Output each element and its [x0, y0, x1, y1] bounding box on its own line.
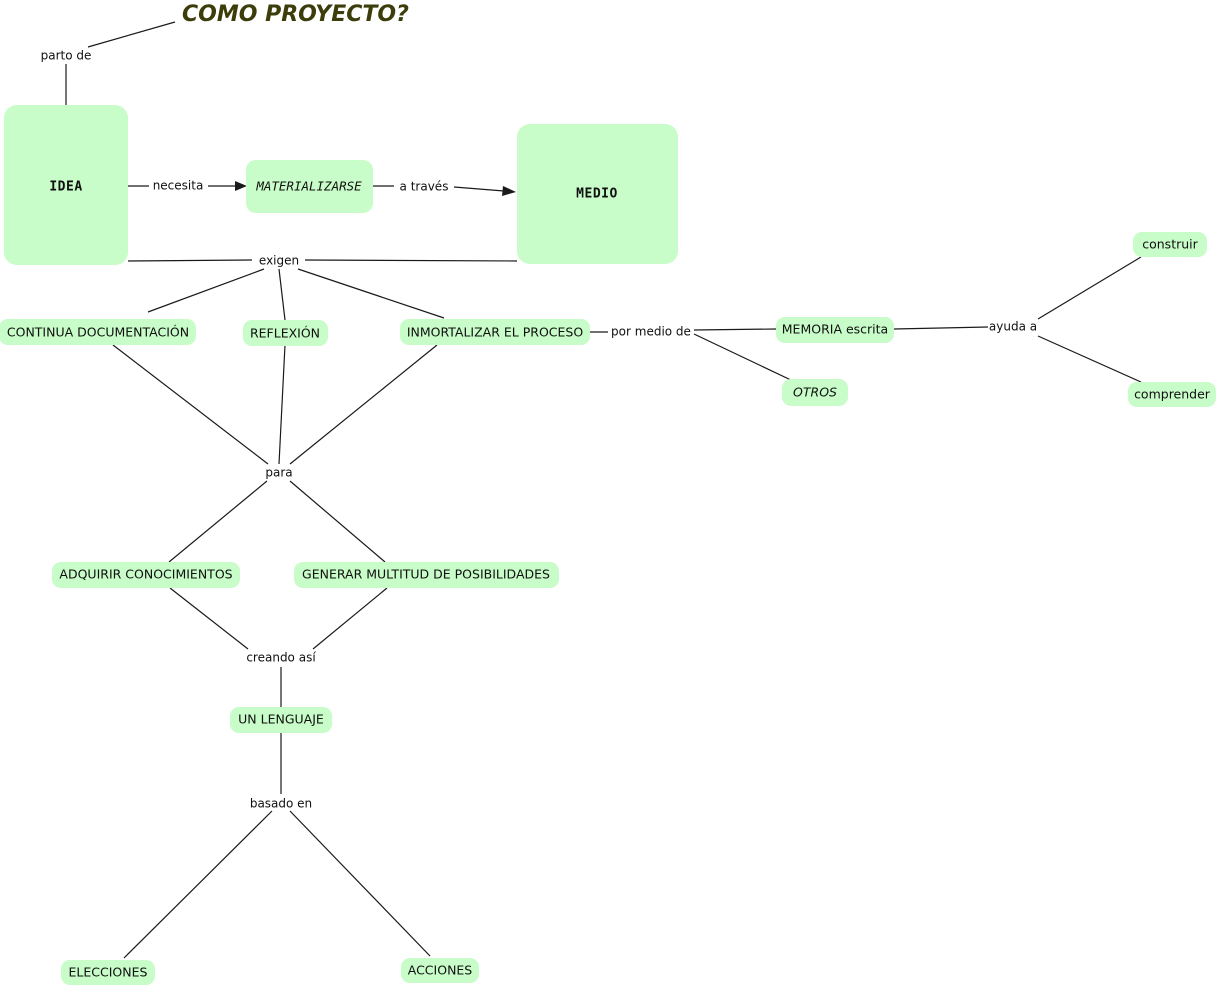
node-adquirir-conocimientos[interactable]: ADQUIRIR CONOCIMIENTOS	[52, 562, 240, 588]
edge-pormediode-otros	[693, 333, 794, 382]
node-comprender[interactable]: comprender	[1128, 382, 1216, 407]
node-materializarse[interactable]: MATERIALIZARSE	[246, 160, 373, 213]
edge-ayudaa-construir	[1037, 256, 1142, 320]
node-comprender-box[interactable]	[1128, 382, 1216, 407]
arrow-head-icon-necesita	[235, 181, 247, 191]
node-elecciones-label: ELECCIONES	[69, 965, 148, 980]
node-adquirir-conocimientos-box[interactable]	[52, 562, 240, 588]
arrow-head-icon-atraves	[502, 186, 516, 196]
node-inmortalizar-el-proceso[interactable]: INMORTALIZAR EL PROCESO	[400, 319, 590, 345]
node-medio-label: MEDIO	[576, 187, 618, 202]
link-label-a-traves: a través	[400, 180, 449, 194]
link-label-exigen: exigen	[259, 254, 299, 268]
page-title: COMO PROYECTO?	[182, 2, 409, 27]
edge-para-adquirir	[168, 480, 268, 563]
node-generar-multitud-de-posibilidades[interactable]: GENERAR MULTITUD DE POSIBILIDADES	[294, 562, 559, 588]
node-construir-label: construir	[1142, 237, 1198, 252]
link-label-ayuda-a: ayuda a	[989, 320, 1037, 334]
edge-reflexion-para	[278, 344, 286, 465]
node-reflexion[interactable]: REFLEXIÓN	[243, 320, 328, 346]
node-comprender-label: comprender	[1134, 387, 1211, 402]
node-adquirir-conocimientos-label: ADQUIRIR CONOCIMIENTOS	[59, 567, 232, 582]
node-otros-box[interactable]	[782, 379, 848, 406]
edge-exigen-reflexion	[278, 268, 286, 321]
node-idea-box[interactable]	[4, 105, 128, 265]
node-construir[interactable]: construir	[1133, 232, 1207, 257]
link-label-para: para	[265, 466, 292, 480]
edge-exigen-continua-documentacion	[147, 268, 265, 313]
node-idea-label: IDEA	[49, 180, 82, 195]
edge-title-parto-de	[87, 21, 176, 48]
node-inmortalizar-el-proceso-box[interactable]	[400, 319, 590, 345]
edge-medio-exigen	[304, 259, 518, 262]
node-elecciones[interactable]: ELECCIONES	[61, 960, 155, 985]
link-label-parto-de: parto de	[41, 49, 92, 63]
link-label-por-medio-de: por medio de	[611, 325, 691, 339]
edge-basadoen-acciones	[289, 810, 431, 957]
node-materializarse-label: MATERIALIZARSE	[255, 179, 362, 194]
node-materializarse-box[interactable]	[246, 160, 373, 213]
node-memoria-escrita-box[interactable]	[776, 317, 894, 343]
node-un-lenguaje[interactable]: UN LENGUAJE	[230, 707, 332, 733]
node-elecciones-box[interactable]	[61, 960, 155, 985]
node-continua-documentacion-box[interactable]	[0, 319, 196, 345]
edge-para-generar	[289, 480, 386, 563]
node-idea[interactable]: IDEA	[4, 105, 128, 265]
edge-generar-creandoasi	[312, 587, 388, 650]
node-inmortalizar-el-proceso-label: INMORTALIZAR EL PROCESO	[407, 325, 584, 340]
edge-ayudaa-comprender	[1037, 335, 1142, 383]
node-acciones[interactable]: ACCIONES	[401, 958, 479, 983]
node-continua-documentacion[interactable]: CONTINUA DOCUMENTACIÓN	[0, 319, 196, 345]
node-reflexion-box[interactable]	[243, 320, 328, 346]
node-medio-box[interactable]	[517, 124, 678, 264]
edge-continua-documentacion-para	[112, 344, 269, 465]
edge-adquirir-creandoasi	[169, 587, 249, 650]
node-un-lenguaje-box[interactable]	[230, 707, 332, 733]
node-acciones-box[interactable]	[401, 958, 479, 983]
node-reflexion-label: REFLEXIÓN	[250, 326, 320, 341]
node-continua-documentacion-label: CONTINUA DOCUMENTACIÓN	[7, 325, 189, 340]
node-un-lenguaje-label: UN LENGUAJE	[238, 712, 324, 727]
edge-memoria-ayudaa	[893, 326, 989, 330]
node-medio[interactable]: MEDIO	[517, 124, 678, 264]
node-otros[interactable]: OTROS	[782, 379, 848, 406]
node-memoria-escrita-label: MEMORIA escrita	[782, 322, 888, 337]
edge-inmortalizar-para	[289, 344, 438, 465]
link-label-necesita: necesita	[153, 179, 204, 193]
link-label-creando-asi: creando así	[246, 651, 316, 665]
node-generar-multitud-de-posibilidades-box[interactable]	[294, 562, 559, 588]
edge-exigen-inmortalizar	[297, 268, 445, 319]
link-label-basado-en: basado en	[250, 797, 312, 811]
edge-atraves-medio	[453, 186, 505, 192]
node-acciones-label: ACCIONES	[408, 963, 473, 978]
edge-pormediode-memoria	[693, 328, 777, 331]
node-generar-multitud-de-posibilidades-label: GENERAR MULTITUD DE POSIBILIDADES	[302, 567, 550, 582]
node-construir-box[interactable]	[1133, 232, 1207, 257]
node-otros-label: OTROS	[793, 385, 837, 400]
edge-idea-exigen	[127, 259, 253, 262]
edge-basadoen-elecciones	[123, 810, 273, 959]
node-memoria-escrita[interactable]: MEMORIA escrita	[776, 317, 894, 343]
